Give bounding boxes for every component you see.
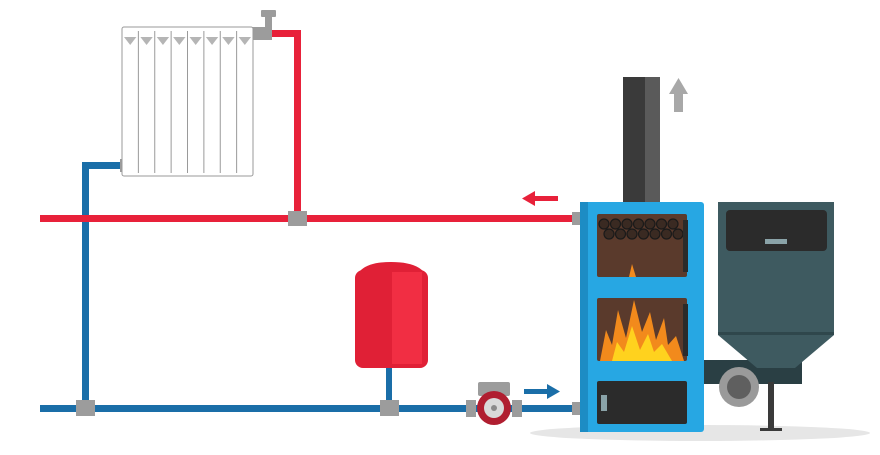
ember-flame — [629, 264, 636, 277]
supply-piping — [40, 30, 585, 222]
radiator-section-cap — [222, 37, 235, 45]
pump-hub — [491, 405, 497, 411]
ash-door — [597, 381, 687, 424]
supply-main-pipe — [40, 215, 585, 222]
expansion-tank — [355, 262, 428, 368]
radiator — [121, 10, 276, 177]
arrow-left-icon — [522, 191, 558, 206]
tank-connection-pipe — [386, 365, 392, 407]
hopper-seam — [718, 332, 834, 335]
radiator-sections — [124, 31, 251, 173]
return-riser-pipe — [82, 162, 89, 410]
radiator-section-cap — [124, 37, 137, 45]
fuel-log — [667, 218, 679, 230]
pellet-hopper — [702, 202, 834, 431]
hopper-foot — [760, 428, 782, 431]
hopper-lid-handle — [765, 239, 787, 244]
return-main-pipe — [40, 405, 585, 412]
pump-flange-left — [466, 400, 476, 417]
chimney-pipe-highlight — [645, 77, 660, 203]
fuel-log — [609, 218, 622, 230]
auger-motor-inner — [727, 375, 751, 399]
radiator-section-cap — [140, 37, 153, 45]
hopper-leg — [768, 382, 774, 430]
fuel-chamber-door-hinge — [683, 220, 688, 272]
fuel-log — [637, 228, 650, 240]
ash-door-handle — [601, 395, 607, 411]
fuel-log — [660, 228, 673, 240]
fuel-log — [603, 228, 615, 240]
fuel-log — [614, 228, 627, 240]
supply-radiator-branch — [270, 30, 301, 37]
tee-fitting-return-left — [76, 400, 95, 416]
expansion-tank-highlight — [392, 272, 422, 364]
radiator-supply-fitting — [252, 27, 272, 40]
flame-inner — [612, 326, 672, 361]
radiator-section-cap — [205, 37, 219, 45]
chimney — [623, 77, 660, 203]
radiator-section-cap — [156, 37, 170, 45]
radiator-section-cap — [189, 37, 202, 45]
arrow-up-icon — [669, 78, 688, 112]
air-valve-stem — [265, 15, 272, 29]
fuel-log — [644, 218, 656, 230]
fuel-log — [649, 228, 661, 240]
boiler — [580, 202, 704, 432]
fuel-log — [632, 218, 645, 230]
fuel-log — [672, 228, 684, 240]
circulation-pump — [466, 382, 522, 425]
fuel-log — [598, 218, 610, 230]
radiator-section-cap — [238, 37, 251, 45]
fuel-log — [621, 218, 633, 230]
return-piping — [40, 162, 585, 412]
supply-riser-pipe — [294, 30, 301, 218]
air-valve-cap — [261, 10, 276, 17]
fuel-logs — [598, 218, 684, 240]
fuel-log — [626, 228, 638, 240]
hopper-lid — [726, 210, 827, 251]
boiler-edge-shadow — [580, 202, 588, 432]
radiator-section-cap — [173, 37, 186, 45]
tee-fitting-supply — [288, 211, 307, 226]
pump-flange-right — [512, 400, 522, 417]
pump-housing-top — [478, 382, 510, 396]
fuel-log — [655, 218, 668, 230]
return-radiator-branch — [82, 162, 127, 169]
arrow-right-icon — [524, 384, 560, 399]
tee-fitting-tank — [380, 400, 399, 416]
combustion-chamber-door-hinge — [683, 304, 688, 356]
